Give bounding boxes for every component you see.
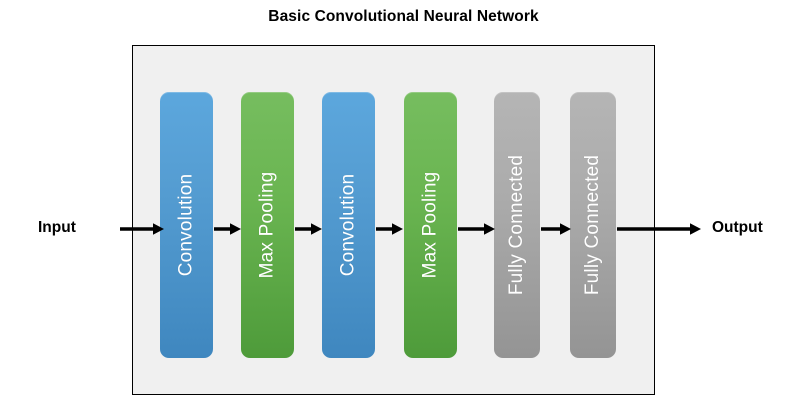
arrow-fc2-to-output — [617, 222, 701, 236]
layer-block-fully_connected-6[interactable]: Fully Connected — [570, 92, 616, 358]
arrow-pool2-to-fc1 — [458, 222, 495, 236]
output-label: Output — [712, 219, 763, 236]
network-container — [132, 45, 655, 395]
layer-block-convolution-3[interactable]: Convolution — [322, 92, 375, 358]
layer-block-label: Convolution — [175, 173, 197, 277]
layer-block-label: Fully Connected — [582, 154, 604, 296]
layer-block-fully_connected-5[interactable]: Fully Connected — [494, 92, 540, 358]
layer-block-label: Max Pooling — [256, 171, 278, 279]
layer-block-label: Convolution — [337, 173, 359, 277]
arrow-pool1-to-conv2 — [295, 222, 322, 236]
arrow-fc1-to-fc2 — [541, 222, 571, 236]
layer-block-convolution-1[interactable]: Convolution — [160, 92, 213, 358]
layer-block-label: Fully Connected — [506, 154, 528, 296]
page-title: Basic Convolutional Neural Network — [268, 8, 539, 25]
arrow-conv1-to-pool1 — [214, 222, 241, 236]
input-label: Input — [38, 219, 76, 236]
layer-block-label: Max Pooling — [419, 171, 441, 279]
layer-block-max_pooling-2[interactable]: Max Pooling — [241, 92, 294, 358]
arrow-conv2-to-pool2 — [376, 222, 403, 236]
layer-block-max_pooling-4[interactable]: Max Pooling — [404, 92, 457, 358]
arrow-input-to-conv1 — [120, 222, 164, 236]
